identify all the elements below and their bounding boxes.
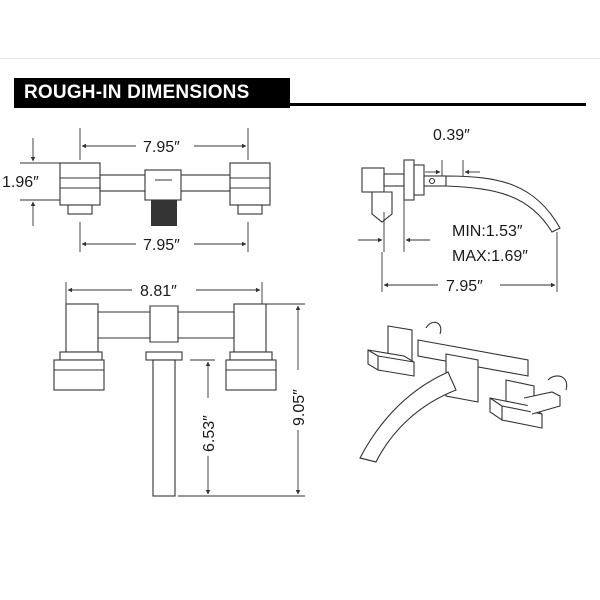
front-spout: [152, 359, 176, 497]
right-handle-stem: [237, 204, 263, 215]
side-depth-label: 0.39″: [433, 127, 470, 144]
right-front-handle: [225, 359, 277, 391]
top-width-upper-label: 7.95″: [143, 139, 180, 156]
wall-plate: [403, 159, 415, 201]
iso-right-stem: [523, 391, 561, 415]
center-hub: [149, 305, 179, 343]
valve-neck: [383, 173, 405, 187]
spout-outlet: [151, 200, 177, 226]
curved-spout: [445, 175, 561, 233]
isometric-view: [359, 321, 568, 463]
side-length-label: 7.95″: [446, 278, 483, 295]
right-valve-body: [233, 303, 267, 353]
side-min-label: MIN:1.53″: [452, 223, 523, 240]
front-spout-height-label: 6.53″: [201, 415, 218, 452]
front-total-height-label: 9.05″: [291, 389, 308, 426]
left-escutcheon: [59, 351, 103, 361]
top-view: 7.95″ 1.96″: [2, 128, 271, 254]
top-divider: [0, 58, 600, 59]
side-view: 0.39″ MIN:1.53″ MAX:1.69″ 7.95″: [358, 127, 561, 295]
iso-left-cap: [425, 321, 442, 335]
center-escutcheon: [145, 351, 183, 361]
front-width-label: 8.81″: [140, 283, 177, 300]
left-valve-body: [65, 303, 99, 353]
spout-body: [144, 169, 182, 201]
iso-spout: [359, 371, 457, 463]
left-handle-stem: [67, 204, 93, 215]
right-handle: [229, 162, 271, 206]
iso-right-cap: [547, 375, 568, 391]
section-title: ROUGH-IN DIMENSIONS: [14, 78, 290, 108]
right-escutcheon: [229, 351, 273, 361]
iso-bar: [417, 339, 529, 377]
top-width-lower-label: 7.95″: [143, 237, 180, 254]
valve-body: [361, 167, 385, 193]
front-view: 8.81″ 6.53″: [53, 282, 308, 497]
left-handle: [59, 162, 101, 206]
side-max-label: MAX:1.69″: [452, 248, 528, 265]
top-height-label: 1.96″: [2, 174, 39, 191]
valve-base: [371, 191, 393, 223]
left-front-handle: [53, 359, 105, 391]
title-rule: [290, 103, 586, 106]
flange: [413, 164, 425, 196]
